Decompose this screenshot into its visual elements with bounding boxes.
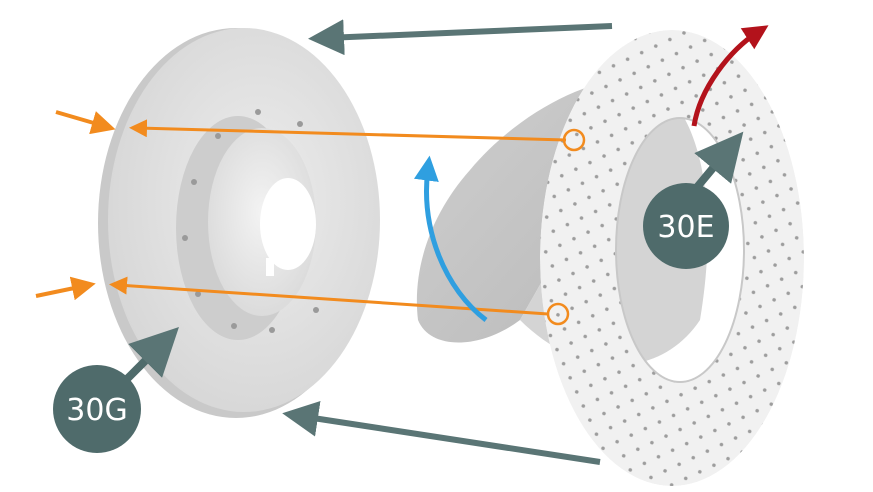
alignment-hole-marker-lower xyxy=(546,302,570,326)
drilled-friction-ring-assembly xyxy=(416,30,804,486)
alignment-pointer-upper xyxy=(55,110,116,135)
rotate-arrow-red xyxy=(691,25,769,127)
alignment-hole-marker-upper xyxy=(562,128,586,152)
badge-circle-30g xyxy=(53,365,141,453)
badge-circle-30e xyxy=(643,183,729,269)
center-bore xyxy=(260,178,316,270)
assembly-direction-arrow-bottom xyxy=(282,400,601,465)
assembly-direction-arrow-top xyxy=(308,19,613,56)
assembly-direction-arrows xyxy=(282,19,613,465)
key-slot xyxy=(266,258,274,276)
part-badge-30g: 30G xyxy=(53,327,179,453)
alignment-pointer-lower xyxy=(35,276,96,301)
rotate-arrow-blue xyxy=(414,155,488,322)
badge-pointer-30g xyxy=(123,327,179,383)
brake-disc-assembly xyxy=(98,28,380,418)
badge-label-30g: 30G xyxy=(66,393,127,428)
hub-bolts xyxy=(182,109,319,333)
alignment-arrow-upper xyxy=(129,119,567,142)
part-badge-30e: 30E xyxy=(643,131,744,269)
ring-inner-edge xyxy=(615,117,745,383)
badge-label-30e: 30E xyxy=(657,210,714,245)
